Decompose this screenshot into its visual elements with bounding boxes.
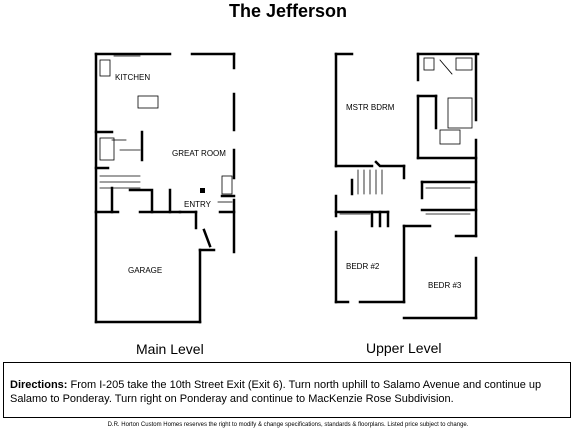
- upper-level-fixtures: [339, 57, 473, 215]
- main-level-walls: [94, 52, 236, 324]
- directions-heading: Directions:: [10, 379, 68, 391]
- directions-text: From I-205 take the 10th Street Exit (Ex…: [10, 379, 542, 405]
- main-level-fixtures: [99, 55, 233, 203]
- room-label-master-bedroom: MSTR BDRM: [346, 103, 395, 112]
- upper-level-walls: [334, 52, 480, 320]
- room-label-entry: ENTRY: [184, 200, 211, 209]
- entry-post: [200, 188, 205, 193]
- floor-plan-drawing: [94, 52, 480, 324]
- disclaimer-text: D.R. Horton Custom Homes reserves the ri…: [107, 422, 469, 428]
- room-label-bedroom-2: BEDR #2: [346, 262, 380, 271]
- room-label-garage: GARAGE: [128, 266, 163, 275]
- room-label-great-room: GREAT ROOM: [172, 149, 226, 158]
- directions-box: Directions: From I-205 take the 10th Str…: [3, 362, 571, 418]
- main-level-caption: Main Level: [136, 341, 204, 357]
- room-label-kitchen: KITCHEN: [115, 73, 151, 82]
- upper-level-caption: Upper Level: [366, 340, 442, 356]
- plan-title: The Jefferson: [228, 1, 348, 21]
- room-label-bedroom-3: BEDR #3: [428, 281, 462, 290]
